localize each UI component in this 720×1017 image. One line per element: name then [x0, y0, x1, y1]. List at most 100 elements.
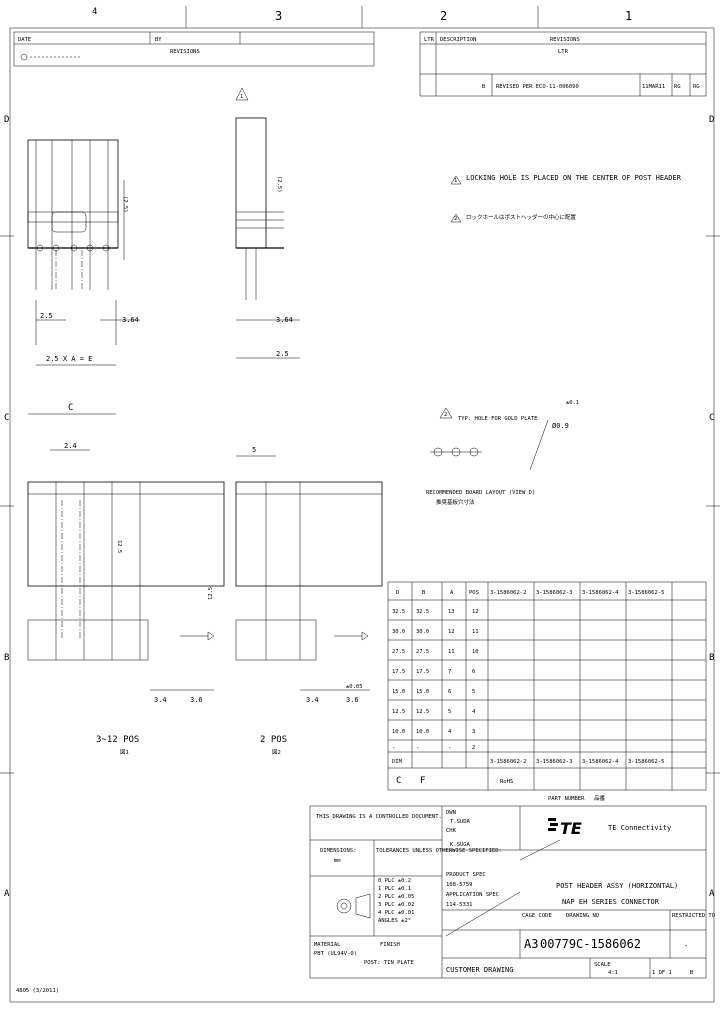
finish-val: POST: TIN PLATE [364, 960, 414, 966]
rev-row-date: 11MAR11 [642, 84, 665, 90]
tol-row: 1 PLC ±0.1 [378, 886, 411, 892]
dwg-label: DRAWING NO [566, 913, 599, 919]
table-cell: 5 [448, 709, 451, 715]
table-cell: 32.5 [416, 609, 429, 615]
table-cell: 30.0 [416, 629, 429, 635]
rev-row-ltr: B [482, 84, 486, 90]
header-line2: REVISIONS [170, 49, 200, 55]
table-header-b: B [422, 590, 426, 596]
rev-col-desc: DESCRIPTION [440, 37, 476, 43]
dwn-label: DWN [446, 810, 456, 816]
dim-3-64-a: 3.64 [122, 316, 139, 324]
dim-0-9: Ø0.9 [552, 422, 569, 430]
controlled-doc: THIS DRAWING IS A CONTROLLED DOCUMENT. [316, 814, 442, 820]
dim-3-4-a: 3.4 [154, 696, 167, 704]
pcb-title: RECOMMENDED BOARD LAYOUT (VIEW D) [426, 490, 535, 496]
table-header-pos: POS [469, 590, 479, 596]
rev-row-desc: REVISED PER ECO-11-006090 [496, 84, 579, 90]
zone-left-a: A [4, 889, 10, 899]
material-val: PBT (UL94V-0) [314, 951, 357, 957]
table-header-d: D [396, 590, 399, 596]
rev-val: B [690, 970, 694, 976]
zone-top-1: 1 [625, 9, 632, 23]
table-cell: 15.0 [392, 689, 405, 695]
dim-3-6-a: 3.6 [190, 696, 203, 704]
scale-label: SCALE [594, 962, 611, 968]
pcb-layout: 2 TYP. HOLE FOR GOLD PLATE Ø0.9 ±0.1 REC… [426, 400, 579, 506]
zone-right-b: B [709, 653, 714, 663]
customer-drawing: CUSTOMER DRAWING [446, 966, 513, 974]
tol-row: 4 PLC ±0.01 [378, 910, 414, 916]
material-label: MATERIAL [314, 942, 341, 948]
cage-val: 00779 [540, 937, 576, 951]
table-cell: 11 [448, 649, 455, 655]
table-cell: 30.0 [392, 629, 405, 635]
label-right: 2 POS [260, 735, 287, 745]
zone-top: 4 3 2 1 [92, 6, 632, 28]
zone-sides: D C B A D C B A [0, 115, 720, 899]
table-cell: 3 [472, 729, 475, 735]
flag-2: 2 [444, 412, 447, 418]
table-cell: - [392, 745, 395, 751]
note2: ロックホールはポストヘッダーの中心に配置 [466, 213, 577, 221]
application-spec: APPLICATION SPEC [446, 892, 499, 898]
revisions-block: REVISIONS LTR LTR DESCRIPTION B REVISED … [419, 31, 707, 97]
header-line1a: DATE [18, 37, 31, 43]
tol-row: 2 PLC ±0.05 [378, 894, 414, 900]
rev-row-dwn: RG [674, 84, 681, 90]
table-sub-c: C [396, 776, 401, 786]
table-header: D B A POS 3-1586062-2 3-1586062-3 3-1586… [396, 590, 664, 596]
table-row: 27.5 27.5 11 10 [392, 649, 479, 655]
appvd-val: K.SUGA [450, 842, 471, 848]
table-cell: 5 [472, 689, 475, 695]
tol-row: ANGLES ±2° [378, 918, 411, 924]
table-row: 10.0 10.0 4 3 [392, 729, 475, 735]
cage-label: CAGE CODE [522, 913, 552, 919]
header-strip: DATE BY REVISIONS [13, 31, 375, 67]
table-row: 15.0 15.0 6 5 [392, 689, 475, 695]
table-cell: - [416, 745, 419, 751]
table-row: 17.5 17.5 7 6 [392, 669, 475, 675]
table-cell: 12 [472, 609, 479, 615]
table-cell: 2 [472, 745, 475, 751]
table-cell: 17.5 [416, 669, 429, 675]
table-footer-d: 3-1586062-5 [628, 759, 664, 765]
restricted-val: - [684, 942, 688, 950]
title-block: THIS DRAWING IS A CONTROLLED DOCUMENT. D… [309, 805, 715, 979]
zone-right-c: C [709, 413, 714, 423]
dim-5: 5 [252, 446, 256, 454]
finish-label: FINISH [380, 942, 400, 948]
dim-3-6-b: 3.6 [346, 696, 359, 704]
view-top-side: 1 3.64 2.5 (2.5) [235, 87, 300, 359]
table-header-p5: 3-1586062-5 [628, 590, 664, 596]
view-mid-left: C 2.4 12.5 12.5 3.4 3.6 3~12 POS 図1 [27, 403, 225, 756]
table-footer-c: 3-1586062-4 [582, 759, 619, 765]
part-number-label: PART NUMBER [548, 796, 585, 802]
sheet-val: 1 OF 1 [652, 970, 672, 976]
zone-right-d: D [709, 115, 714, 125]
table-cell: 7 [448, 669, 451, 675]
dim-label: DIMENSIONS: [320, 848, 356, 854]
table-cell: 4 [472, 709, 476, 715]
table-footer-dim: DIM [392, 759, 403, 765]
table-cell: 12 [448, 629, 455, 635]
zone-right-a: A [709, 889, 715, 899]
table-row: - - - 2 [392, 745, 475, 751]
table-cell: 11 [472, 629, 479, 635]
product-spec: PRODUCT SPEC [446, 872, 486, 878]
notes: 1 LOCKING HOLE IS PLACED ON THE CENTER O… [450, 174, 682, 223]
brand: TE Connectivity [608, 824, 671, 832]
vert-a: (2.5) [122, 196, 128, 213]
header-line1b: BY [155, 37, 162, 43]
table-cell: 15.0 [416, 689, 429, 695]
table-cell: 17.5 [392, 669, 405, 675]
rev-title: REVISIONS [550, 37, 580, 43]
dim-c: C [68, 403, 73, 413]
table-cell: 27.5 [416, 649, 429, 655]
vert-d: 12.5 [208, 587, 214, 600]
zone-top-3: 3 [275, 9, 282, 23]
chk-label: CHK [446, 828, 457, 834]
dim-3-64-b: 3.64 [276, 316, 293, 324]
pcb-note: TYP. HOLE FOR GOLD PLATE [458, 416, 537, 422]
